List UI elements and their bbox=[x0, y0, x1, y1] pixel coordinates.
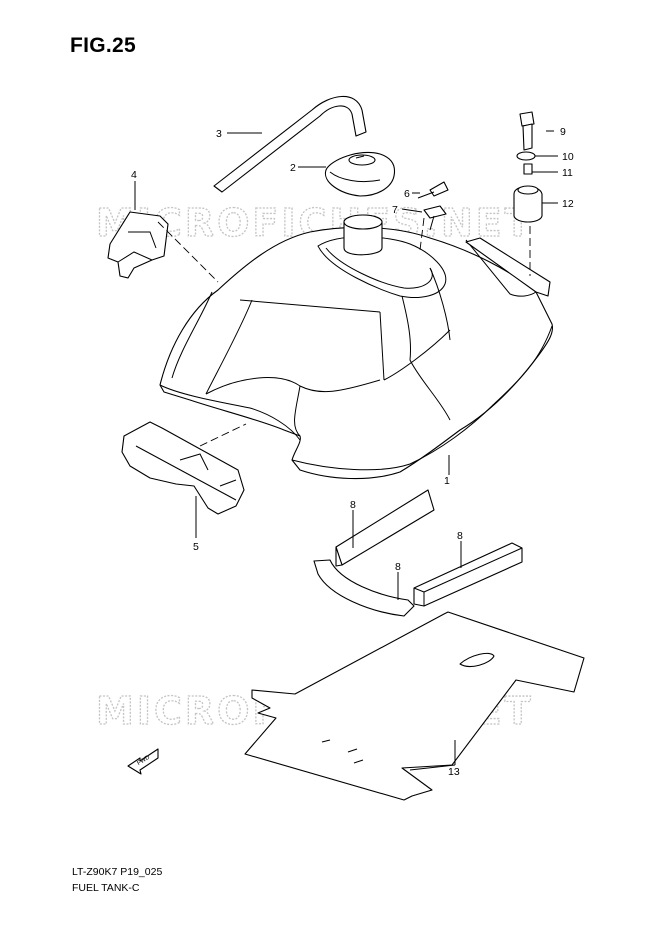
callout-12: 12 bbox=[562, 198, 574, 210]
bracket-7 bbox=[423, 205, 447, 231]
pad-8-c bbox=[413, 542, 523, 607]
callout-5: 5 bbox=[193, 541, 199, 553]
bolt-9 bbox=[519, 111, 535, 151]
fwd-arrow-icon: FWD bbox=[127, 748, 159, 775]
footer-model-code: LT-Z90K7 P19_025 bbox=[72, 866, 163, 878]
guard-plate-13 bbox=[244, 611, 585, 801]
callout-8-a: 8 bbox=[350, 499, 356, 511]
fuel-cap-2 bbox=[324, 152, 396, 197]
callout-6: 6 bbox=[404, 188, 410, 200]
callout-2: 2 bbox=[290, 162, 296, 174]
callout-10: 10 bbox=[562, 151, 574, 163]
pad-8-b bbox=[313, 559, 415, 617]
figure-title: FIG.25 bbox=[70, 34, 136, 57]
callout-9: 9 bbox=[560, 126, 566, 138]
pad-8-a bbox=[335, 489, 435, 567]
washer-10 bbox=[516, 151, 536, 161]
callout-13: 13 bbox=[448, 766, 460, 778]
callout-8-b: 8 bbox=[457, 530, 463, 542]
cushion-12 bbox=[513, 185, 543, 223]
fuel-tank-1 bbox=[159, 214, 554, 480]
breather-hose-3 bbox=[213, 95, 367, 193]
callout-1: 1 bbox=[444, 475, 450, 487]
callout-11: 11 bbox=[562, 167, 573, 179]
screw-6 bbox=[417, 181, 449, 199]
callout-7: 7 bbox=[392, 204, 398, 216]
callout-3: 3 bbox=[216, 128, 222, 140]
collar-11 bbox=[523, 163, 533, 175]
callout-8-c: 8 bbox=[395, 561, 401, 573]
holder-5 bbox=[121, 421, 245, 515]
footer-section-name: FUEL TANK-C bbox=[72, 882, 140, 894]
bracket-4 bbox=[107, 211, 169, 279]
callout-4: 4 bbox=[131, 169, 137, 181]
